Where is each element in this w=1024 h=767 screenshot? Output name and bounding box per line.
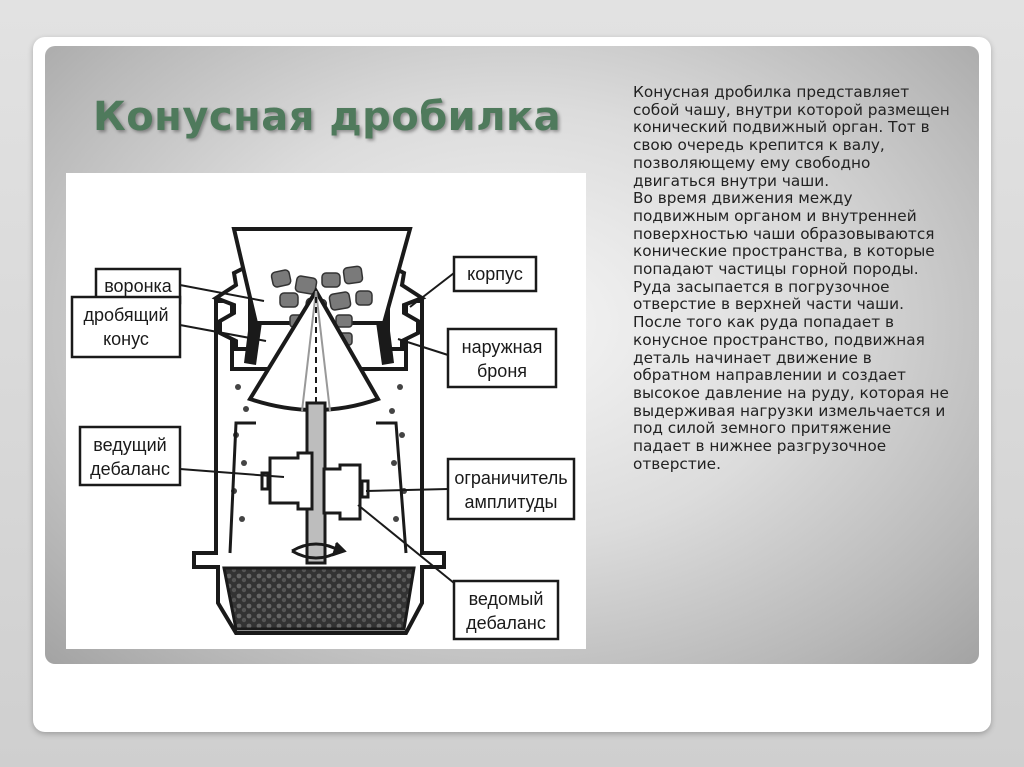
label-drive-counterweight-line1: ведущий	[93, 435, 166, 455]
label-housing: корпус	[452, 255, 538, 293]
label-driven-counterweight-line1: ведомый	[469, 589, 544, 609]
label-crushing-cone: дробящий конус	[70, 295, 182, 359]
label-driven-counterweight: ведомый дебаланс	[452, 579, 560, 641]
label-outer-armor: наружная броня	[446, 327, 558, 389]
label-amplitude-limiter-line2: амплитуды	[465, 492, 558, 512]
counterweights	[260, 451, 370, 521]
paragraph-3: Руда засыпается в погрузочное отверстие …	[633, 277, 904, 314]
rotation-arrow	[291, 541, 347, 560]
label-driven-counterweight-line2: дебаланс	[466, 613, 546, 633]
label-amplitude-limiter-line1: ограничитель	[454, 468, 567, 488]
label-housing-text: корпус	[467, 264, 523, 284]
discharge-bin	[222, 566, 416, 631]
outer-armor	[211, 261, 427, 351]
paragraph-1: Конусная дробилка представляет собой чаш…	[633, 83, 950, 190]
slide-title: Конусная дробилка	[93, 94, 562, 140]
cone-crusher-svg: воронка дробящий конус корпус наружная б…	[70, 227, 576, 641]
slide: Конусная дробилка Конусная дробилка пред…	[45, 46, 979, 664]
label-outer-armor-line1: наружная	[462, 337, 543, 357]
label-funnel-text: воронка	[104, 276, 173, 296]
paragraph-4: После того как руда попадает в конусное …	[633, 313, 949, 473]
label-outer-armor-line2: броня	[477, 361, 527, 381]
label-drive-counterweight: ведущий дебаланс	[78, 425, 182, 487]
label-drive-counterweight-line2: дебаланс	[90, 459, 170, 479]
cone-crusher-diagram: воронка дробящий конус корпус наружная б…	[66, 173, 586, 649]
paragraph-2: Во время движения между подвижным органо…	[633, 189, 935, 279]
slide-body-text: Конусная дробилка представляет собой чаш…	[633, 83, 953, 473]
label-amplitude-limiter: ограничитель амплитуды	[446, 457, 576, 521]
label-crushing-cone-line1: дробящий	[83, 305, 168, 325]
label-crushing-cone-line2: конус	[103, 329, 149, 349]
leader-lines	[179, 272, 455, 584]
